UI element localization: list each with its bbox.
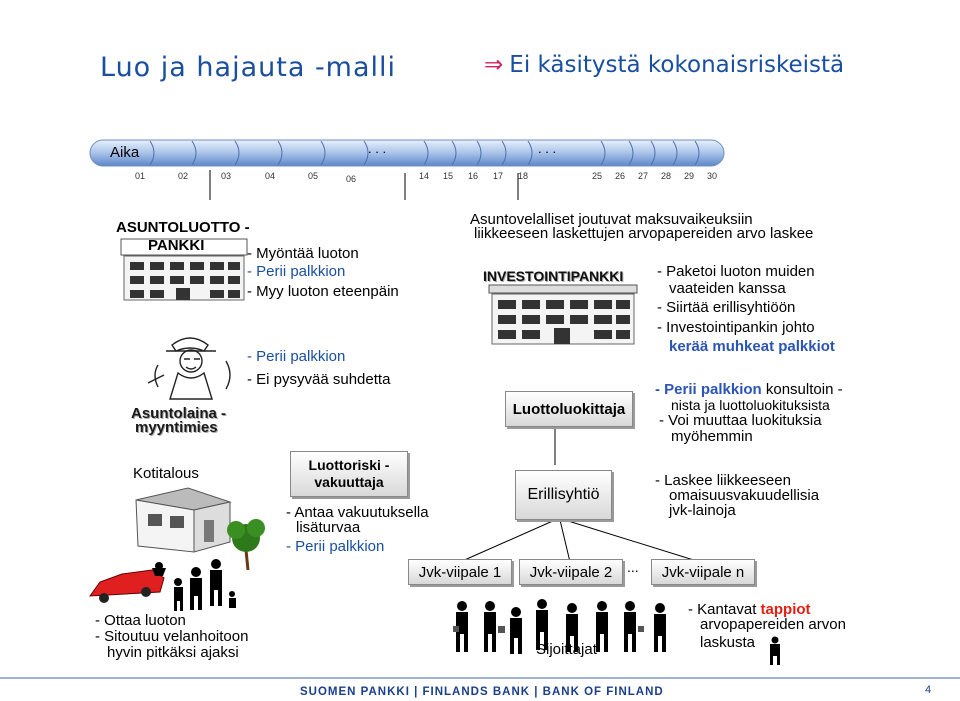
- tick-label: 05: [308, 171, 319, 181]
- timeline-gap-1: . . .: [368, 141, 387, 156]
- tick-label: 27: [638, 171, 649, 181]
- tick-label: 17: [493, 171, 504, 181]
- tick-label: 15: [443, 171, 454, 181]
- investors-item-line3: laskusta: [700, 634, 756, 651]
- investment-bank-label: INVESTOINTIPANKKI: [483, 268, 624, 284]
- insurer-item-fee: - Perii palkkion: [286, 538, 385, 555]
- seller-label-line2: myyntimies: [135, 419, 218, 436]
- tick-label: 30: [707, 171, 718, 181]
- tick-label: 03: [221, 171, 232, 181]
- bank-title-line2: PANKKI: [148, 237, 205, 254]
- implies-arrow-icon: ⇒: [484, 52, 504, 78]
- investor-person-icon: [770, 636, 780, 665]
- investors-group-icon: [453, 599, 666, 654]
- household-item-take-loan: - Ottaa luoton: [95, 612, 186, 629]
- bank-item-sells-loan: - Myy luoton eteenpäin: [247, 283, 399, 300]
- ib-item-transfers: - Siirtää erillisyhtiöön: [657, 299, 796, 316]
- household-item-long-time: hyvin pitkäksi ajaksi: [107, 644, 239, 661]
- spv-box: Erillisyhtiö: [515, 470, 612, 520]
- insurer-box: Luottoriski - vakuuttaja: [290, 451, 408, 497]
- spv-item-issues: - Laskee liikkeeseen: [655, 472, 791, 489]
- timeline-bar: [89, 139, 725, 167]
- rating-item-change-line2: myöhemmin: [671, 428, 753, 445]
- salesman-cartoon-icon: [138, 325, 246, 403]
- footer-divider: [0, 677, 960, 679]
- insurer-box-line2: vakuuttaja: [314, 474, 384, 490]
- timeline-gap-2: . . .: [538, 141, 557, 156]
- page-subtitle: ⇒Ei käsitystä kokonaisriskeistä: [484, 52, 844, 78]
- rating-item-fee: - Perii palkkion konsultoin -: [655, 381, 843, 398]
- rating-item-change: - Voi muuttaa luokituksia: [659, 412, 822, 429]
- insurer-item-extra-security: lisäturvaa: [296, 519, 361, 536]
- problem-line-2: liikkeeseen laskettujen arvopapereiden a…: [474, 225, 814, 242]
- investors-item-prefix: - Kantavat: [688, 601, 757, 618]
- tranche-1-box: Jvk-viipale 1: [408, 559, 512, 585]
- tick-label: 02: [178, 171, 189, 181]
- investors-label: Sijoittajat: [536, 641, 597, 658]
- page-number: 4: [925, 684, 932, 696]
- insurer-item-adds-cover: - Antaa vakuutuksella: [286, 504, 429, 521]
- spv-item-issues-line3: jvk-lainoja: [669, 502, 736, 519]
- timeline-label: Aika: [110, 144, 140, 161]
- bank-item-fee: - Perii palkkion: [247, 263, 346, 280]
- bank-item-grants-loan: - Myöntää luoton: [247, 245, 359, 262]
- ib-item-bonuses: kerää muhkeat palkkiot: [669, 338, 835, 355]
- tick-label: 28: [661, 171, 672, 181]
- tick-label: 16: [468, 171, 479, 181]
- seller-item-fee: - Perii palkkion: [247, 348, 346, 365]
- investment-bank-building-icon: [488, 284, 638, 345]
- spv-item-issues-line2: omaisuusvakuudellisia: [669, 487, 820, 504]
- tick-label: 26: [615, 171, 626, 181]
- household-label: Kotitalous: [133, 465, 199, 482]
- family-car-icon: [88, 559, 236, 611]
- ib-item-packages-line2: vaateiden kanssa: [669, 280, 786, 297]
- rating-fee-highlight: - Perii palkkion: [655, 381, 762, 398]
- insurer-box-line1: Luottoriski -: [308, 457, 390, 473]
- tick-label: 04: [265, 171, 276, 181]
- seller-label: Asuntolaina -: [131, 405, 227, 422]
- tick-label: 01: [135, 171, 146, 181]
- ib-item-packages: - Paketoi luoton muiden: [657, 263, 815, 280]
- tranche-n-box: Jvk-viipale n: [651, 559, 755, 585]
- investors-item: - Kantavat tappiot: [688, 601, 811, 618]
- rating-item-fee-line2: nista ja luottoluokituksista: [671, 397, 830, 413]
- bank-title: ASUNTOLUOTTO -: [116, 219, 250, 236]
- footer-text: SUOMEN PANKKI | FINLANDS BANK | BANK OF …: [300, 686, 664, 698]
- tick-label: 06: [346, 174, 357, 184]
- seller-item-no-relation: - Ei pysyvää suhdetta: [247, 371, 391, 388]
- rating-agency-box: Luottoluokittaja: [505, 391, 633, 427]
- tick-label: 18: [518, 171, 529, 181]
- tranche-2-box: Jvk-viipale 2: [519, 559, 623, 585]
- page-title: Luo ja hajauta -malli: [100, 52, 397, 83]
- subtitle-text: Ei käsitystä kokonaisriskeistä: [509, 52, 845, 78]
- tick-label: 14: [419, 171, 430, 181]
- bank-building-icon: [120, 238, 248, 301]
- household-item-commit: - Sitoutuu velanhoitoon: [95, 628, 249, 645]
- tranche-ellipsis: ...: [627, 559, 639, 575]
- problem-line-1: Asuntovelalliset joutuvat maksuvaikeuksi…: [470, 211, 753, 228]
- tick-label: 29: [684, 171, 695, 181]
- tick-label: 25: [592, 171, 603, 181]
- rating-fee-rest: konsultoin -: [765, 381, 843, 398]
- house-icon: [135, 487, 265, 571]
- ib-item-management: - Investointipankin johto: [657, 319, 815, 336]
- investors-item-losses: tappiot: [760, 601, 811, 618]
- investors-item-line2: arvopapereiden arvon: [700, 616, 846, 633]
